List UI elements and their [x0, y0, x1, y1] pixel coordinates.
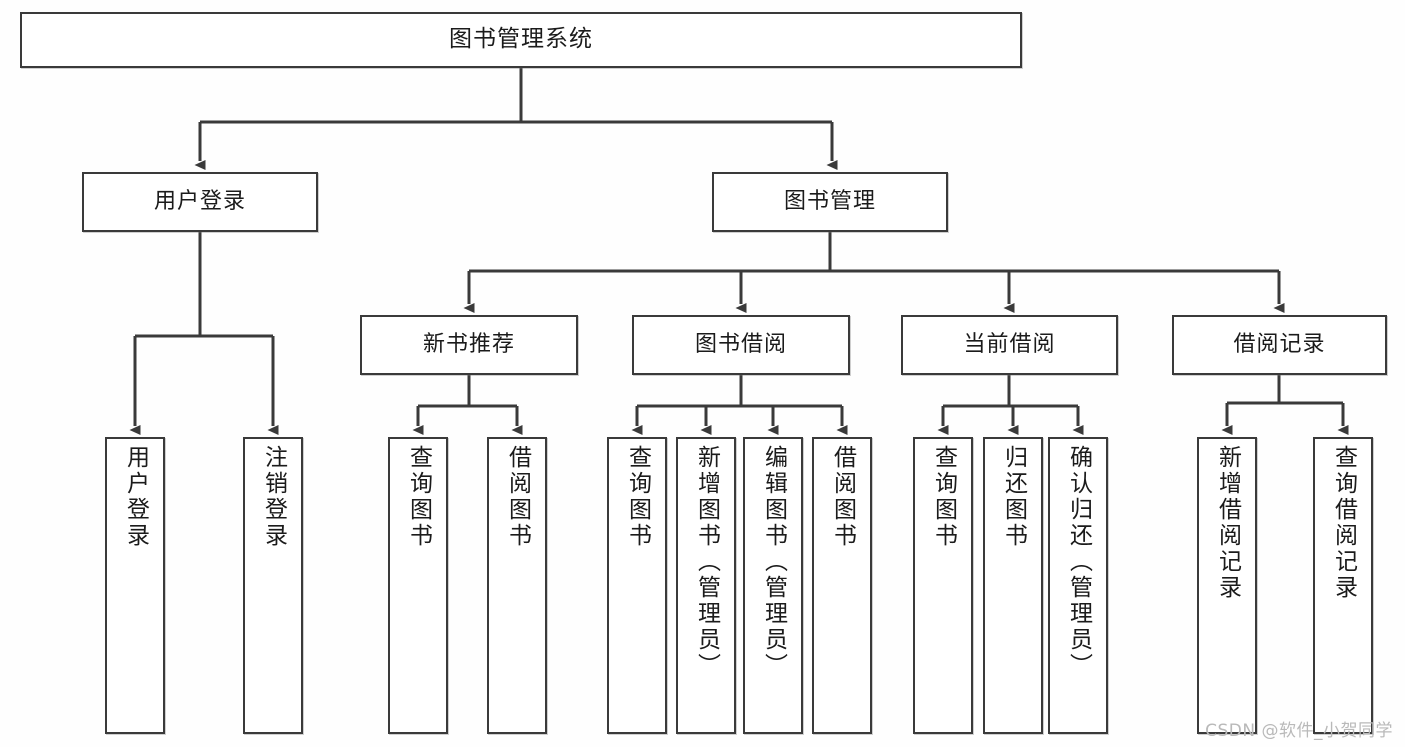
- node-borrow-record-label: 借阅记录: [1233, 332, 1326, 358]
- node-leaf-user-logout[interactable]: 注销登录: [243, 437, 303, 734]
- node-leaf-user-logout-label: 注销登录: [260, 445, 287, 549]
- node-leaf-borrow-book-rec[interactable]: 借阅图书: [487, 437, 547, 734]
- node-leaf-query-borrow-record-label: 查询借阅记录: [1330, 445, 1357, 601]
- node-leaf-confirm-return-admin[interactable]: 确认归还（管理员）: [1048, 437, 1108, 734]
- node-leaf-query-book-borrow-label: 查询图书: [624, 445, 651, 549]
- node-leaf-query-book-rec-label: 查询图书: [405, 445, 432, 549]
- node-leaf-query-book-current-label: 查询图书: [930, 445, 957, 549]
- node-leaf-return-book[interactable]: 归还图书: [983, 437, 1043, 734]
- csdn-watermark: CSDN @软件_小贺同学: [1205, 721, 1393, 741]
- node-leaf-query-borrow-record[interactable]: 查询借阅记录: [1313, 437, 1373, 734]
- node-root[interactable]: 图书管理系统: [20, 12, 1022, 68]
- node-current-borrow[interactable]: 当前借阅: [901, 315, 1118, 375]
- node-user-login[interactable]: 用户登录: [82, 172, 318, 232]
- node-leaf-borrow-book[interactable]: 借阅图书: [812, 437, 872, 734]
- node-leaf-add-borrow-record-label: 新增借阅记录: [1214, 445, 1241, 601]
- node-root-label: 图书管理系统: [449, 26, 593, 53]
- node-leaf-query-book-current[interactable]: 查询图书: [913, 437, 973, 734]
- node-new-book-recommend[interactable]: 新书推荐: [360, 315, 578, 375]
- node-new-book-recommend-label: 新书推荐: [422, 332, 515, 358]
- node-leaf-edit-book-admin[interactable]: 编辑图书（管理员）: [743, 437, 803, 734]
- node-leaf-borrow-book-rec-label: 借阅图书: [504, 445, 531, 549]
- node-leaf-user-login[interactable]: 用户登录: [105, 437, 165, 734]
- node-leaf-return-book-label: 归还图书: [1000, 445, 1027, 549]
- node-book-manage[interactable]: 图书管理: [712, 172, 948, 232]
- node-leaf-edit-book-admin-label: 编辑图书（管理员）: [760, 445, 787, 679]
- node-leaf-user-login-label: 用户登录: [122, 445, 149, 549]
- node-leaf-add-book-admin-label: 新增图书（管理员）: [693, 445, 720, 679]
- node-user-login-label: 用户登录: [153, 189, 246, 215]
- node-leaf-borrow-book-label: 借阅图书: [829, 445, 856, 549]
- node-leaf-confirm-return-admin-label: 确认归还（管理员）: [1065, 445, 1092, 679]
- node-book-borrow[interactable]: 图书借阅: [632, 315, 850, 375]
- node-leaf-add-borrow-record[interactable]: 新增借阅记录: [1197, 437, 1257, 734]
- node-current-borrow-label: 当前借阅: [963, 332, 1056, 358]
- node-book-borrow-label: 图书借阅: [694, 332, 787, 358]
- node-leaf-query-book-borrow[interactable]: 查询图书: [607, 437, 667, 734]
- node-leaf-query-book-rec[interactable]: 查询图书: [388, 437, 448, 734]
- node-leaf-add-book-admin[interactable]: 新增图书（管理员）: [676, 437, 736, 734]
- node-book-manage-label: 图书管理: [783, 189, 876, 215]
- node-borrow-record[interactable]: 借阅记录: [1172, 315, 1387, 375]
